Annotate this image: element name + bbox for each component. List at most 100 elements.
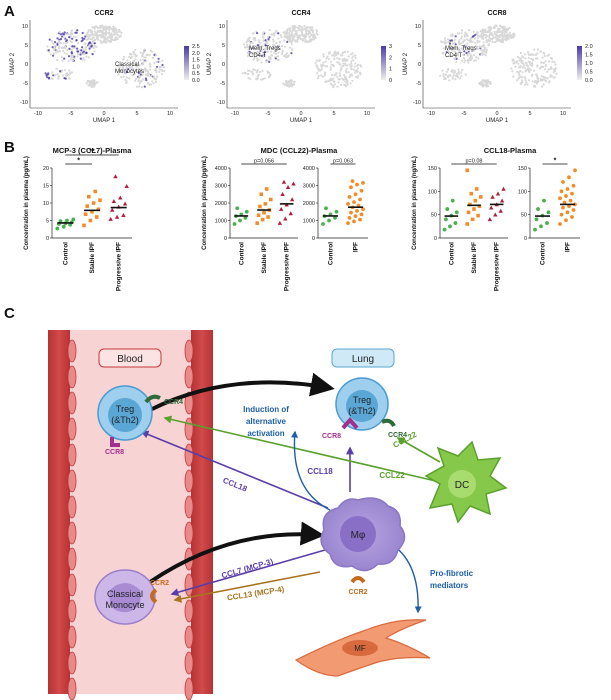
umap-point xyxy=(155,71,158,74)
series-stable-ipf xyxy=(255,187,273,225)
umap-point xyxy=(319,69,322,72)
umap-point xyxy=(450,39,453,42)
umap-point xyxy=(260,44,264,48)
colorbar-tick: 1.0 xyxy=(192,64,200,70)
dc-label: DC xyxy=(455,480,469,491)
umap-point xyxy=(460,29,464,32)
umap-point xyxy=(265,60,268,63)
treg-lung-label: Treg(&Th2) xyxy=(348,395,376,416)
umap-point xyxy=(329,77,333,80)
data-point xyxy=(567,175,571,180)
ccl18-up-label: CCL18 xyxy=(307,467,333,476)
umap-point xyxy=(468,51,471,55)
umap-point xyxy=(125,81,128,85)
umap-point xyxy=(523,67,527,70)
umap-point xyxy=(320,74,323,77)
umap-point xyxy=(305,32,308,35)
umap-point xyxy=(81,46,84,49)
umap-point xyxy=(281,49,284,52)
data-point xyxy=(285,185,291,190)
umap-point xyxy=(47,74,50,77)
umap-point xyxy=(127,68,130,71)
umap-point xyxy=(343,83,346,86)
umap-point xyxy=(333,83,336,86)
umap-point xyxy=(106,37,109,41)
y-tick-label: 50 xyxy=(431,213,437,219)
umap-point xyxy=(277,37,280,40)
umap-point xyxy=(245,46,248,49)
ccl18-left-label: CCL18 xyxy=(222,476,249,494)
umap-point xyxy=(444,39,447,42)
umap-point xyxy=(520,59,523,63)
umap-point xyxy=(291,48,294,51)
umap-point xyxy=(521,55,524,58)
umap-point xyxy=(94,34,97,37)
umap-point xyxy=(344,85,347,88)
data-point xyxy=(87,194,91,199)
ccr8-blood-receptor xyxy=(110,437,120,447)
umap-point xyxy=(464,59,467,62)
umap-y-tick: -10 xyxy=(413,100,421,106)
umap-point xyxy=(147,81,150,84)
category-label: IPF xyxy=(353,242,360,252)
umap-point xyxy=(460,37,463,40)
lung-label-box xyxy=(331,348,395,368)
umap-point xyxy=(160,66,163,69)
endothelial-cell xyxy=(67,599,77,623)
umap-point xyxy=(92,85,95,88)
umap-point xyxy=(262,36,265,39)
umap-point xyxy=(106,27,109,30)
umap-point xyxy=(89,29,92,32)
umap-point xyxy=(536,57,539,60)
umap-point xyxy=(482,85,485,88)
umap-point xyxy=(311,38,315,41)
data-point xyxy=(61,224,66,229)
umap-point xyxy=(251,32,254,35)
umap-point xyxy=(70,49,73,52)
umap-point xyxy=(476,36,479,39)
data-point xyxy=(479,195,483,199)
umap-point xyxy=(57,40,61,43)
umap-point xyxy=(461,47,464,51)
umap-point xyxy=(46,76,49,79)
umap-point xyxy=(145,60,148,63)
umap-point xyxy=(267,38,270,41)
umap-point xyxy=(256,53,259,57)
umap-point xyxy=(44,72,47,75)
umap-point xyxy=(282,31,285,34)
data-point xyxy=(258,204,262,209)
umap-point xyxy=(76,47,79,50)
umap-point xyxy=(153,68,156,71)
umap-point xyxy=(501,37,504,40)
umap-point xyxy=(294,26,297,29)
umap-point xyxy=(530,57,533,60)
monocyte-nucleus xyxy=(109,583,141,613)
umap-point xyxy=(60,46,63,50)
data-point xyxy=(468,202,472,207)
umap-point xyxy=(453,71,456,74)
umap-point xyxy=(304,40,307,43)
umap-point xyxy=(260,61,263,64)
umap-point xyxy=(272,40,275,43)
umap-point xyxy=(524,57,527,60)
umap-point xyxy=(88,41,91,44)
umap-point xyxy=(152,82,155,85)
umap-point xyxy=(465,44,468,47)
umap-point xyxy=(540,61,543,64)
umap-point xyxy=(466,42,469,45)
umap-point xyxy=(81,39,84,42)
umap-point xyxy=(472,49,475,52)
umap-point xyxy=(482,79,485,82)
umap-cluster-label: CD4 T xyxy=(249,53,267,59)
umap-point xyxy=(108,27,111,31)
ccr2-mphi-receptor xyxy=(350,576,366,584)
umap-point xyxy=(312,34,315,37)
y-axis-title: Concentration in plasma (ng/mL) xyxy=(412,156,418,250)
umap-point xyxy=(326,65,329,68)
umap-point xyxy=(287,27,291,30)
umap-point xyxy=(250,70,253,73)
umap-point xyxy=(504,35,507,38)
umap-title: CCR4 xyxy=(291,10,310,17)
umap-point xyxy=(61,35,64,38)
